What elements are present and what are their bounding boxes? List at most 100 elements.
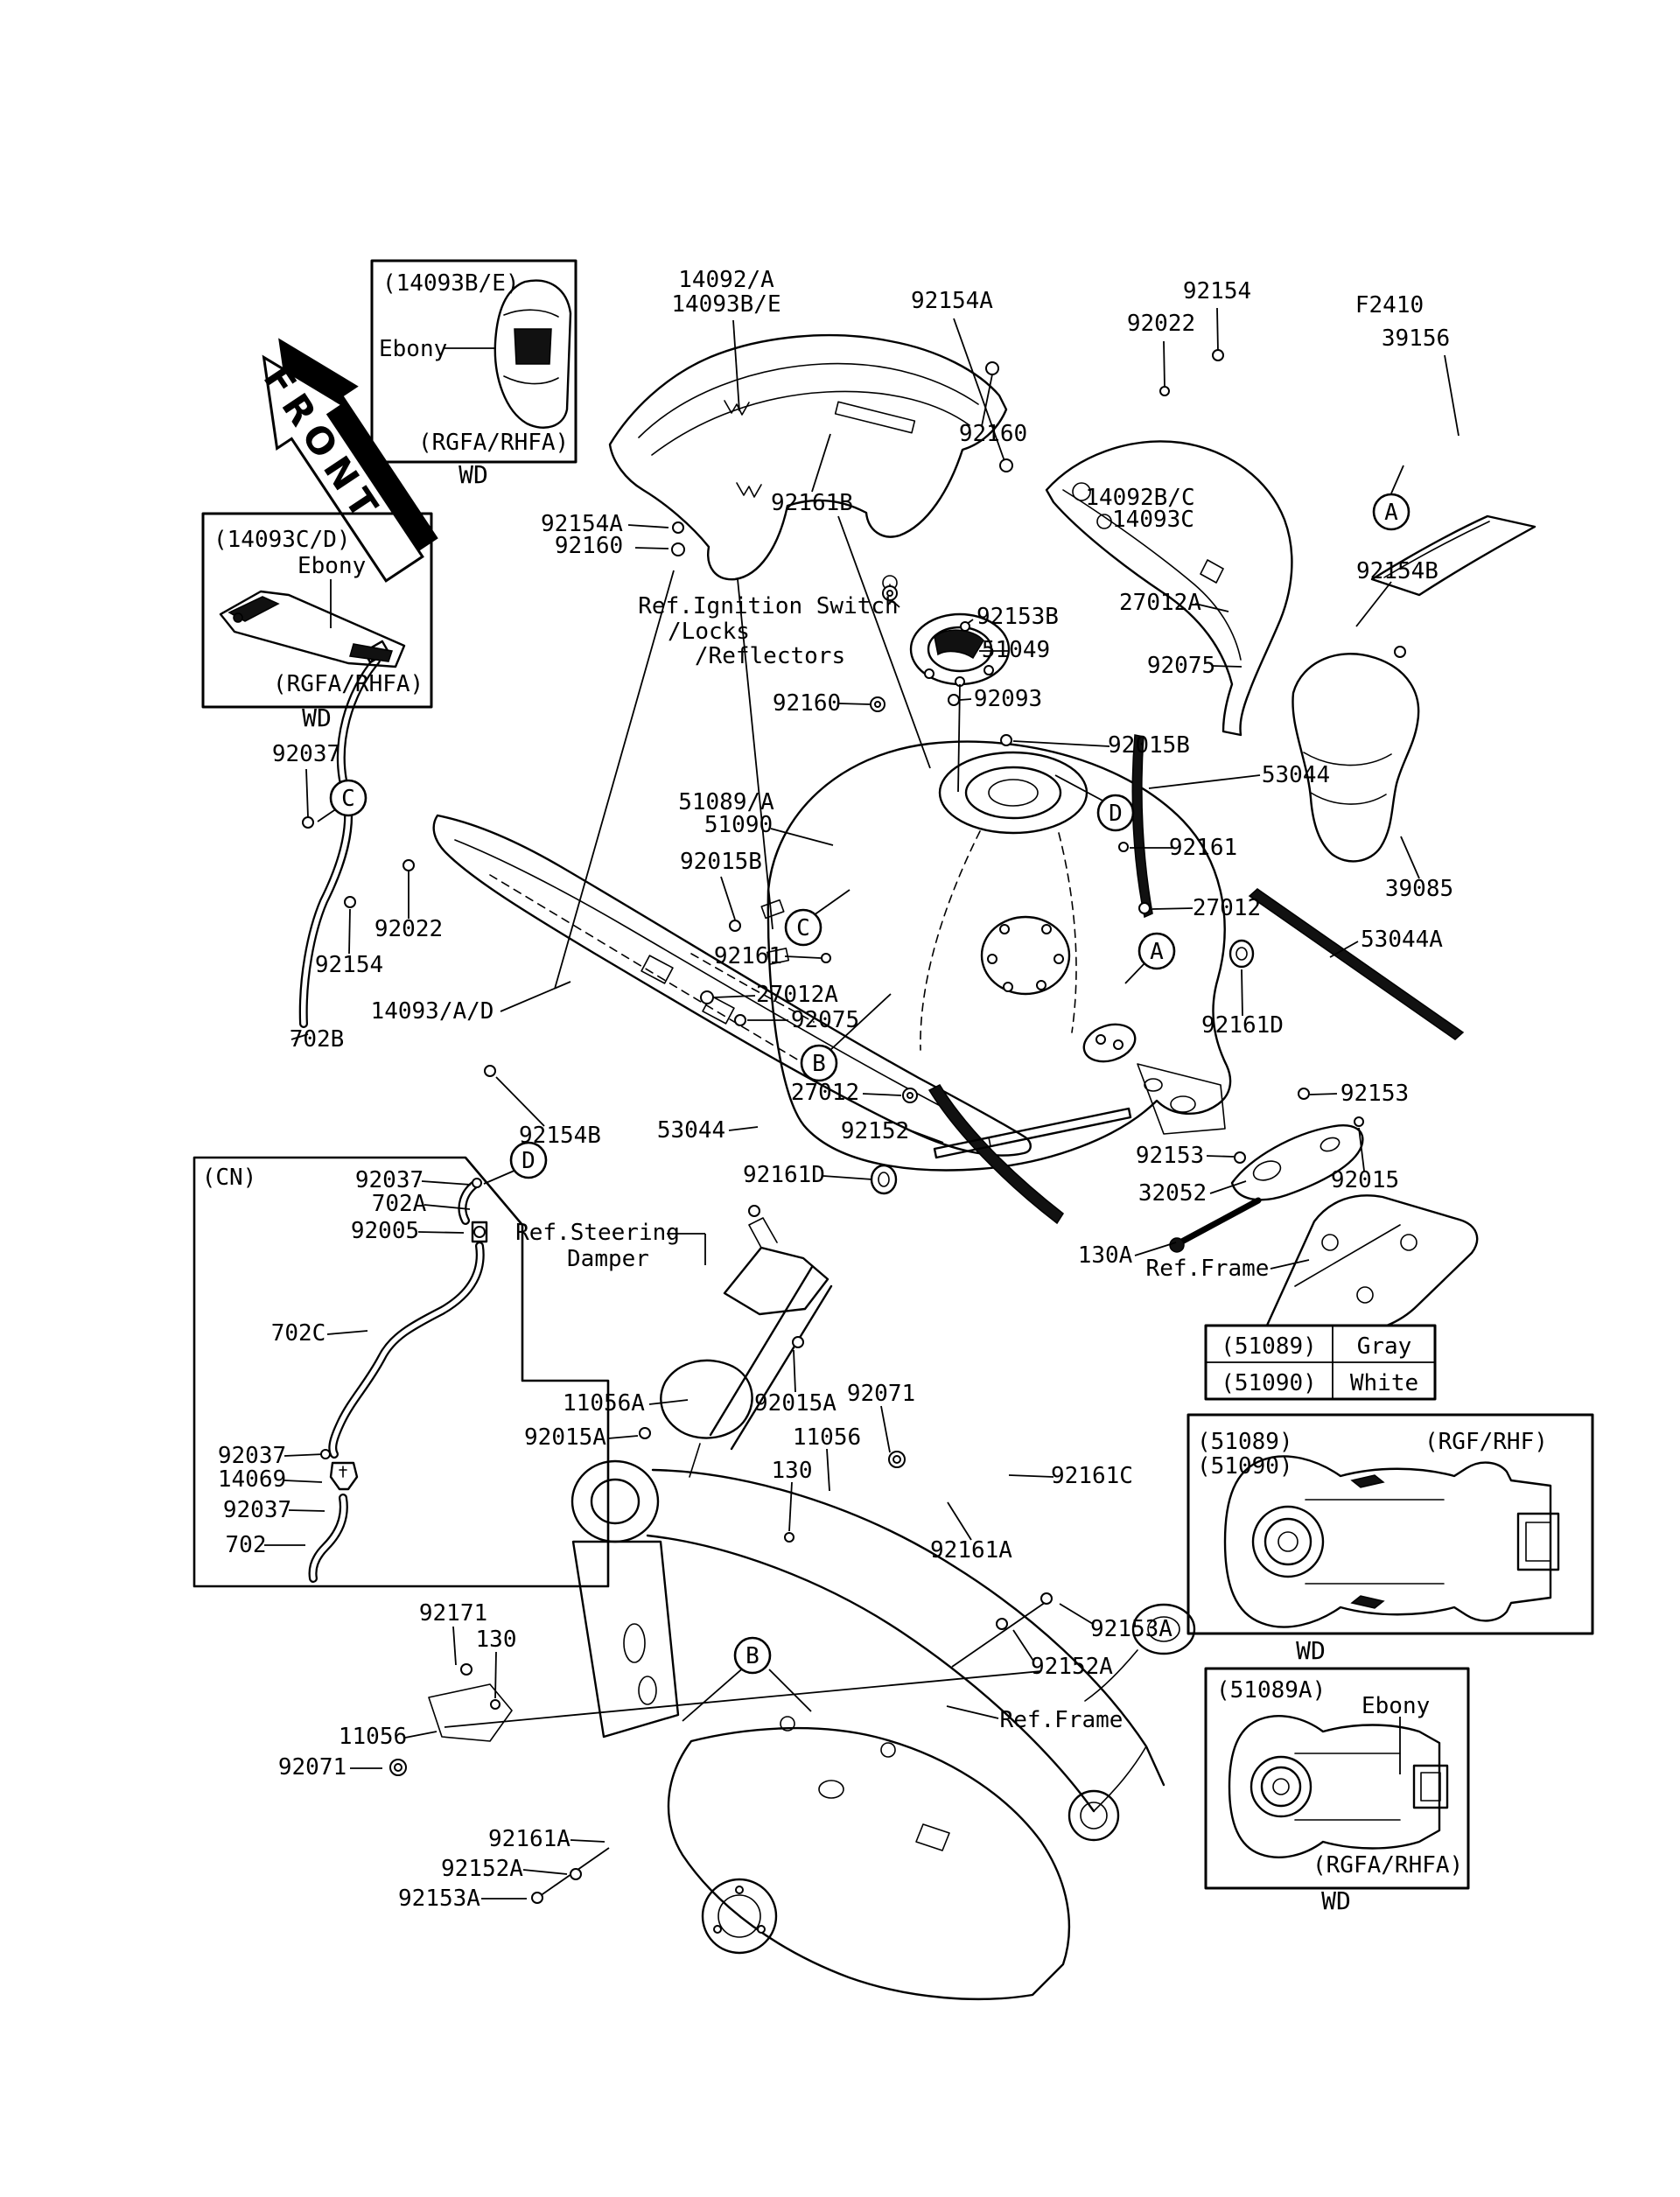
inset-top-color: Ebony <box>379 336 447 362</box>
leader-line <box>959 698 972 701</box>
part-label-92153b: 92153B <box>976 604 1059 630</box>
fastener-glyph <box>473 1226 486 1238</box>
fastener-glyph-inner <box>874 701 881 708</box>
part-label-11056a: 11056A <box>563 1390 645 1417</box>
fastener-glyph <box>821 953 831 963</box>
frame-drawing <box>428 1459 1196 2001</box>
leader-line <box>444 1670 1042 1728</box>
part-label-92071: 92071 <box>847 1381 915 1407</box>
color-table: (51089) Gray (51090) White <box>1204 1324 1437 1401</box>
part-label-ref-ignition-switch: Ref.Ignition Switch <box>638 593 898 619</box>
leader-line <box>1309 1093 1338 1095</box>
part-label-92093: 92093 <box>974 686 1042 712</box>
part-label-92015b: 92015B <box>1108 732 1190 759</box>
leader-line <box>1400 836 1420 879</box>
part-label-92075: 92075 <box>1147 653 1215 679</box>
leader-line <box>570 1839 606 1843</box>
fastener-glyph <box>729 920 741 932</box>
inset-rgf-variant: (RGF/RHF) <box>1424 1429 1548 1455</box>
part-label-14093c: 14093C <box>1112 507 1194 533</box>
fastener-glyph <box>734 1014 746 1026</box>
color-table-color-white: White <box>1350 1370 1418 1396</box>
part-label-92037: 92037 <box>223 1497 291 1523</box>
part-label-14069: 14069 <box>218 1466 286 1493</box>
part-label-92160: 92160 <box>555 533 623 559</box>
ref-circle-letter: B <box>746 1643 760 1669</box>
color-table-color-gray: Gray <box>1357 1333 1412 1360</box>
part-label-51049: 51049 <box>982 637 1050 663</box>
leader-line <box>826 1448 830 1492</box>
inset-ebony-variant: (RGFA/RHFA) <box>1312 1852 1463 1879</box>
fastener-glyph <box>484 1065 496 1077</box>
leader-line <box>348 908 351 955</box>
part-label-f2410: F2410 <box>1355 292 1424 318</box>
fastener-glyph <box>1354 1116 1364 1127</box>
fastener-glyph <box>1394 646 1406 658</box>
leader-line <box>317 808 338 822</box>
part-label-92153: 92153 <box>1136 1143 1204 1169</box>
part-label-92161: 92161 <box>1169 835 1237 861</box>
leader-line <box>838 703 871 705</box>
fuel-tank-drawing <box>690 740 1232 1172</box>
leader-line <box>951 1599 1049 1668</box>
leader-line <box>1148 774 1261 789</box>
leader-lines-layer <box>264 307 1460 1900</box>
inset-top-variant: (RGFA/RHFA) <box>418 430 569 456</box>
inset-ebony-tank-drawing <box>1228 1715 1449 1858</box>
leader-line <box>1216 307 1219 353</box>
leader-line <box>713 995 756 998</box>
leader-line <box>483 1169 517 1185</box>
leader-line <box>1355 581 1392 627</box>
leader-line <box>732 319 740 412</box>
part-label-92161b: 92161B <box>771 490 853 516</box>
part-label-92154b: 92154B <box>519 1123 601 1149</box>
cn-hose-drawing <box>308 1179 488 1583</box>
trim-strip-53044-center <box>928 1084 1064 1225</box>
inset-left-color: Ebony <box>298 553 366 579</box>
inset-left-code: (14093C/D) <box>214 527 351 553</box>
fastener-glyph-inner <box>906 1092 914 1099</box>
ref-circle-letter: A <box>1150 939 1164 965</box>
leader-line <box>1008 1474 1054 1478</box>
leader-line <box>1054 774 1105 802</box>
leader-line <box>912 1130 944 1144</box>
leader-line <box>288 1509 326 1512</box>
part-label-130: 130 <box>476 1627 517 1653</box>
ignition-ring-51049-drawing <box>882 575 1011 793</box>
fastener-glyph <box>1212 349 1224 361</box>
fastener-glyph <box>402 859 415 871</box>
fastener-glyph-inner <box>886 590 893 597</box>
ref-circle-letter: B <box>812 1051 826 1077</box>
part-label-92161a: 92161A <box>930 1537 1012 1564</box>
fastener-glyph <box>985 361 999 375</box>
fastener-glyph <box>460 1663 472 1676</box>
leader-line <box>728 1126 759 1131</box>
fastener-glyph <box>1234 1151 1246 1164</box>
part-label-11056: 11056 <box>793 1424 861 1451</box>
part-label-51089-a: 51089/A <box>678 789 774 815</box>
part-label-92161d: 92161D <box>743 1162 825 1188</box>
ref-circle-letter: D <box>1109 801 1123 827</box>
leader-line <box>1194 603 1229 612</box>
fastener-glyph <box>1118 842 1129 852</box>
part-label-92160: 92160 <box>959 421 1027 447</box>
trim-strip-53044-right <box>1131 734 1153 919</box>
leader-line <box>522 1869 568 1875</box>
inset-top-code: (14093B/E) <box>382 270 520 297</box>
part-label-130: 130 <box>772 1458 813 1484</box>
part-label-92152: 92152 <box>841 1118 909 1144</box>
leader-line <box>290 1033 309 1040</box>
fastener-glyph <box>1159 386 1170 396</box>
leader-line <box>737 578 774 930</box>
part-label-92160: 92160 <box>773 690 841 717</box>
leader-line <box>811 433 831 493</box>
part-label-53044: 53044 <box>1262 762 1330 788</box>
leader-line <box>947 1501 972 1541</box>
leader-line <box>829 993 892 1052</box>
color-table-code-51089: (51089) <box>1221 1333 1317 1360</box>
leader-line <box>784 955 822 959</box>
leader-line <box>768 1669 812 1712</box>
